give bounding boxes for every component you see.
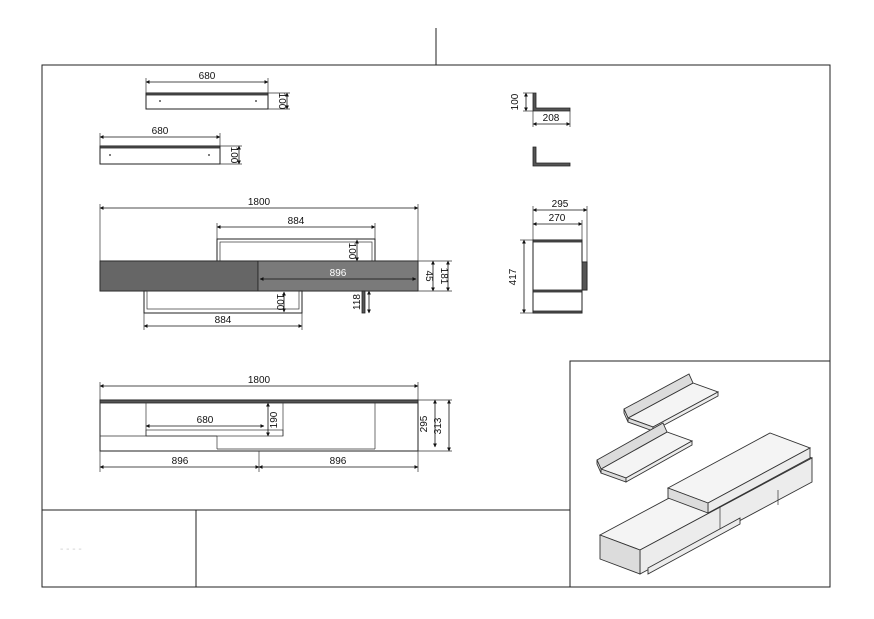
dim-drawer-gap: 45 <box>423 270 434 282</box>
dim-shelf-side-height: 100 <box>510 93 521 110</box>
iso-upper-shelf <box>623 373 720 432</box>
view-shelf-bottom: 680 100 <box>99 126 242 165</box>
dim-front-left-width: 896 <box>172 456 189 467</box>
dim-lower-box-width: 884 <box>215 315 232 326</box>
dim-body-height: 181 <box>438 268 449 285</box>
dim-unit-total-width: 1800 <box>248 197 271 208</box>
title-block-text: - - - - <box>60 544 82 555</box>
sheet-frame <box>41 28 831 588</box>
dim-front-shelf-width: 680 <box>197 415 214 426</box>
dim-shelf-side-depth: 208 <box>543 113 560 124</box>
dim-drawer-width: 896 <box>330 268 347 279</box>
dim-shelf-top-height: 100 <box>276 93 287 110</box>
view-isometric <box>596 373 814 575</box>
view-shelf-top: 680 100 <box>145 71 290 110</box>
view-unit-plan: 1800 884 100 896 45 181 100 884 <box>99 197 452 330</box>
dim-front-shelf-height: 190 <box>269 411 280 428</box>
dim-upper-box-width: 884 <box>288 216 305 227</box>
dim-leg-height: 118 <box>352 294 363 310</box>
title-block: - - - - <box>60 544 82 555</box>
iso-tv-unit <box>598 432 814 575</box>
dim-side-depth-total: 295 <box>552 199 569 210</box>
dim-side-height: 417 <box>508 268 519 285</box>
dim-front-depth-total: 313 <box>433 417 444 434</box>
dim-shelf-bottom-height: 100 <box>228 147 239 164</box>
iso-lower-shelf <box>596 422 694 483</box>
view-shelf-side: 100 208 <box>510 92 571 167</box>
dim-front-total-width: 1800 <box>248 375 271 386</box>
view-unit-front: 1800 680 190 295 313 896 896 <box>99 375 452 472</box>
dim-shelf-bottom-width: 680 <box>152 126 169 137</box>
dim-side-depth-inner: 270 <box>549 213 566 224</box>
view-unit-side: 295 270 417 <box>508 199 588 314</box>
dim-upper-box-height: 100 <box>346 243 357 260</box>
dim-shelf-top-width: 680 <box>199 71 216 82</box>
dim-front-depth: 295 <box>419 415 430 432</box>
dim-lower-box-height: 100 <box>274 294 285 311</box>
dim-front-right-width: 896 <box>330 456 347 467</box>
